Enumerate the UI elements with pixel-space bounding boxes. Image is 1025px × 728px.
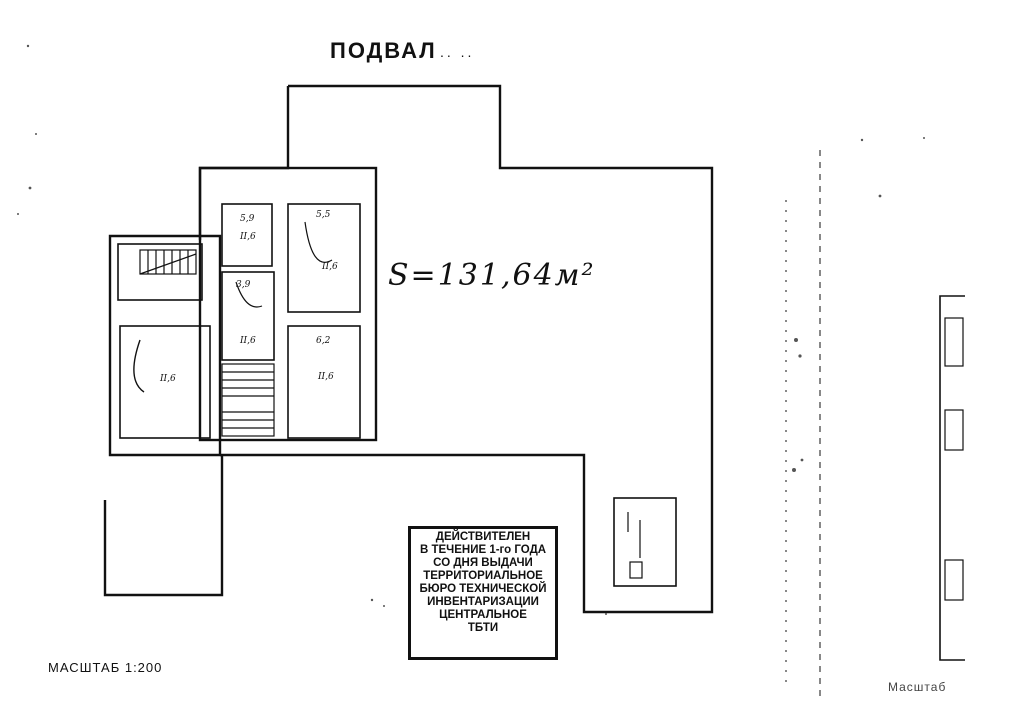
stamp-line: СО ДНЯ ВЫДАЧИ — [433, 557, 533, 569]
room-left-top — [117, 243, 203, 301]
left-wing — [108, 234, 222, 457]
room-label: II,6 — [318, 372, 334, 382]
scan-noise — [17, 44, 925, 615]
room-bottom-right — [287, 325, 361, 439]
room-arc-2 — [133, 339, 145, 393]
room-arc-3 — [235, 281, 263, 308]
room-label: 6,2 — [316, 336, 331, 346]
stamp-line: БЮРО ТЕХНИЧЕСКОЙ — [419, 583, 547, 595]
stamp-line: В ТЕЧЕНИЕ 1-го ГОДА — [419, 544, 547, 556]
bti-stamp: ДЕЙСТВИТЕЛЕН В ТЕЧЕНИЕ 1-го ГОДА СО ДНЯ … — [408, 526, 558, 660]
stamp-line: ИНВЕНТАРИЗАЦИИ — [427, 596, 539, 608]
scale-label: МАСШТАБ 1:200 — [48, 660, 163, 675]
scale-label-right: Масштаб — [888, 680, 947, 694]
room-label: 5,5 — [316, 210, 331, 220]
central-block — [198, 166, 378, 442]
stamp-line: ТБТИ — [467, 622, 499, 634]
stamp-line: ТЕРРИТОРИАЛЬНОЕ — [423, 570, 543, 582]
room-label: II,6 — [240, 232, 256, 242]
stairs-upper — [139, 249, 197, 275]
room-top-middle — [221, 203, 273, 267]
lower-left-wing — [103, 455, 224, 597]
stamp-line: ЦЕНТРАЛЬНОЕ — [439, 609, 527, 621]
stairs-lower — [221, 363, 275, 437]
area-annotation: S=131,64м² — [388, 258, 596, 293]
page-title: ПОДВАЛ — [330, 38, 437, 63]
upper-wall — [220, 84, 714, 614]
utility-box — [613, 497, 677, 587]
room-label: II,6 — [322, 262, 338, 272]
title-marks: .. .. — [440, 44, 475, 60]
room-label: 5,9 — [240, 214, 255, 224]
room-arc-1 — [304, 221, 333, 263]
stamp-line: ДЕЙСТВИТЕЛЕН — [435, 531, 531, 543]
right-fragment — [939, 295, 965, 661]
room-label: II,6 — [160, 374, 176, 384]
room-left-big — [119, 325, 211, 439]
room-top-right — [287, 203, 361, 313]
room-label: II,6 — [240, 336, 256, 346]
room-label: 3,9 — [236, 280, 251, 290]
room-mid-center — [221, 271, 275, 361]
